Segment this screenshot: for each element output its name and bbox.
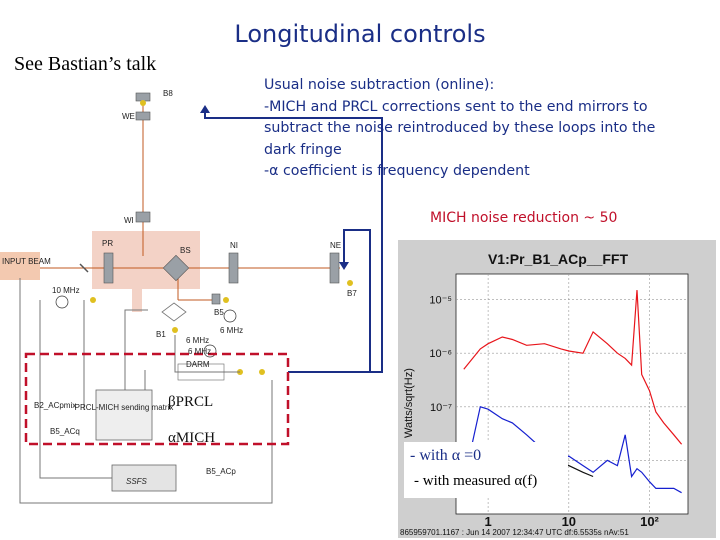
b5-mirror xyxy=(211,293,221,305)
b1-photodiode xyxy=(172,327,178,333)
b5-photodiode xyxy=(223,297,229,303)
label-darm: DARM xyxy=(186,360,210,369)
page-title: Longitudinal controls xyxy=(0,20,720,48)
ssfs-loop xyxy=(19,278,273,504)
label-we: WE xyxy=(122,112,135,121)
alpha-mich-label: αMICH xyxy=(168,430,215,446)
oscillator-photodiode xyxy=(90,297,96,303)
ne-arrow xyxy=(339,262,349,270)
b8-photodiode xyxy=(140,100,146,106)
label-ne: NE xyxy=(330,241,341,250)
ni-mirror xyxy=(228,252,239,284)
label-input-beam: INPUT BEAM xyxy=(2,257,51,266)
label-b5-acq: B5_ACq xyxy=(50,427,80,436)
notes-line: dark fringe xyxy=(264,141,342,158)
x-tick-label: 1 xyxy=(484,514,491,529)
y-tick-label: 10⁻⁷ xyxy=(430,402,452,414)
label-pr: PR xyxy=(102,239,113,248)
input-mirror xyxy=(79,263,89,273)
label-6mhz-b: 6 MHz xyxy=(220,326,243,335)
x-tick-label: 10 xyxy=(562,514,576,529)
ne-mirror xyxy=(329,252,340,284)
chart-x-ticks: 1 10 10² xyxy=(484,514,659,529)
beta-prcl-label: βPRCL xyxy=(168,394,213,410)
b2-wire xyxy=(39,300,122,479)
we-mirror xyxy=(135,111,151,121)
notes-line: -MICH and PRCL corrections sent to the e… xyxy=(264,98,648,115)
notes-heading: Usual noise subtraction (online): xyxy=(264,77,495,93)
label-b8: B8 xyxy=(163,89,173,98)
oscillator-6mhz-b1 xyxy=(203,344,217,358)
label-6mhz-c: 6 MHz xyxy=(188,347,211,356)
label-10mhz: 10 MHz xyxy=(52,286,80,295)
chart-grid xyxy=(456,274,688,514)
notes-line: subtract the noise reintroduced by these… xyxy=(264,120,656,136)
b1-optic xyxy=(161,302,187,322)
we-correction-wire xyxy=(204,112,383,373)
wi-mirror xyxy=(135,211,151,223)
legend-alpha-zero: - with α =0 xyxy=(410,447,482,464)
label-ssfs: SSFS xyxy=(126,477,148,486)
series-line-0 xyxy=(463,290,683,445)
input-beam-marker xyxy=(0,252,40,280)
darm-output xyxy=(259,369,265,375)
series-line-1 xyxy=(463,406,682,494)
chart-ylabel: Watts/sqrt(Hz) xyxy=(403,368,415,438)
b7-photodiode xyxy=(347,280,353,286)
y-tick-label: 10⁻⁶ xyxy=(429,348,452,360)
label-bs: BS xyxy=(180,246,191,255)
bs-mirror xyxy=(162,254,190,282)
oscillator-6mhz-b5 xyxy=(223,309,237,323)
dashed-region xyxy=(24,352,290,446)
b8-mirror xyxy=(135,92,151,102)
label-wi: WI xyxy=(124,216,134,225)
label-b7: B7 xyxy=(347,289,357,298)
b1-wire xyxy=(124,309,148,390)
legend-alpha-measured: - with measured α(f) xyxy=(414,473,538,489)
oscillator-10mhz xyxy=(55,295,69,309)
notes-block: Usual noise subtraction (online): -MICH … xyxy=(264,75,704,183)
we-arrow xyxy=(200,105,210,113)
chart-title: V1:Pr_B1_ACp__FFT xyxy=(488,251,628,267)
y-tick-label: 10⁻⁵ xyxy=(429,295,452,307)
chart-footer: 865959701.1167 : Jun 14 2007 12:34:47 UT… xyxy=(400,528,629,537)
sending-matrix-label: PRCL-MICH sending matrix xyxy=(75,403,174,412)
darm-block xyxy=(177,363,225,381)
ssfs-box xyxy=(111,464,177,492)
label-ni: NI xyxy=(230,241,238,250)
reduction-label: MICH noise reduction ~ 50 xyxy=(430,210,618,226)
pr-mirror xyxy=(103,252,114,284)
label-b1: B1 xyxy=(156,330,166,339)
pr-region-north xyxy=(132,240,142,312)
sending-matrix-box xyxy=(95,389,153,441)
label-b2-acpmix: B2_ACpmix xyxy=(34,401,76,410)
label-b5: B5 xyxy=(214,308,224,317)
label-6mhz-a: 6 MHz xyxy=(186,336,209,345)
darm-wire xyxy=(174,335,240,373)
legend-box xyxy=(404,442,568,498)
notes-line: -α coefficient is frequency dependent xyxy=(264,163,530,179)
ne-correction-wire xyxy=(288,229,371,373)
x-tick-label: 10² xyxy=(640,514,659,529)
page-title-text: Longitudinal controls xyxy=(234,20,486,48)
label-b5-acp: B5_ACp xyxy=(206,467,236,476)
side-note: See Bastian’s talk xyxy=(14,53,157,75)
